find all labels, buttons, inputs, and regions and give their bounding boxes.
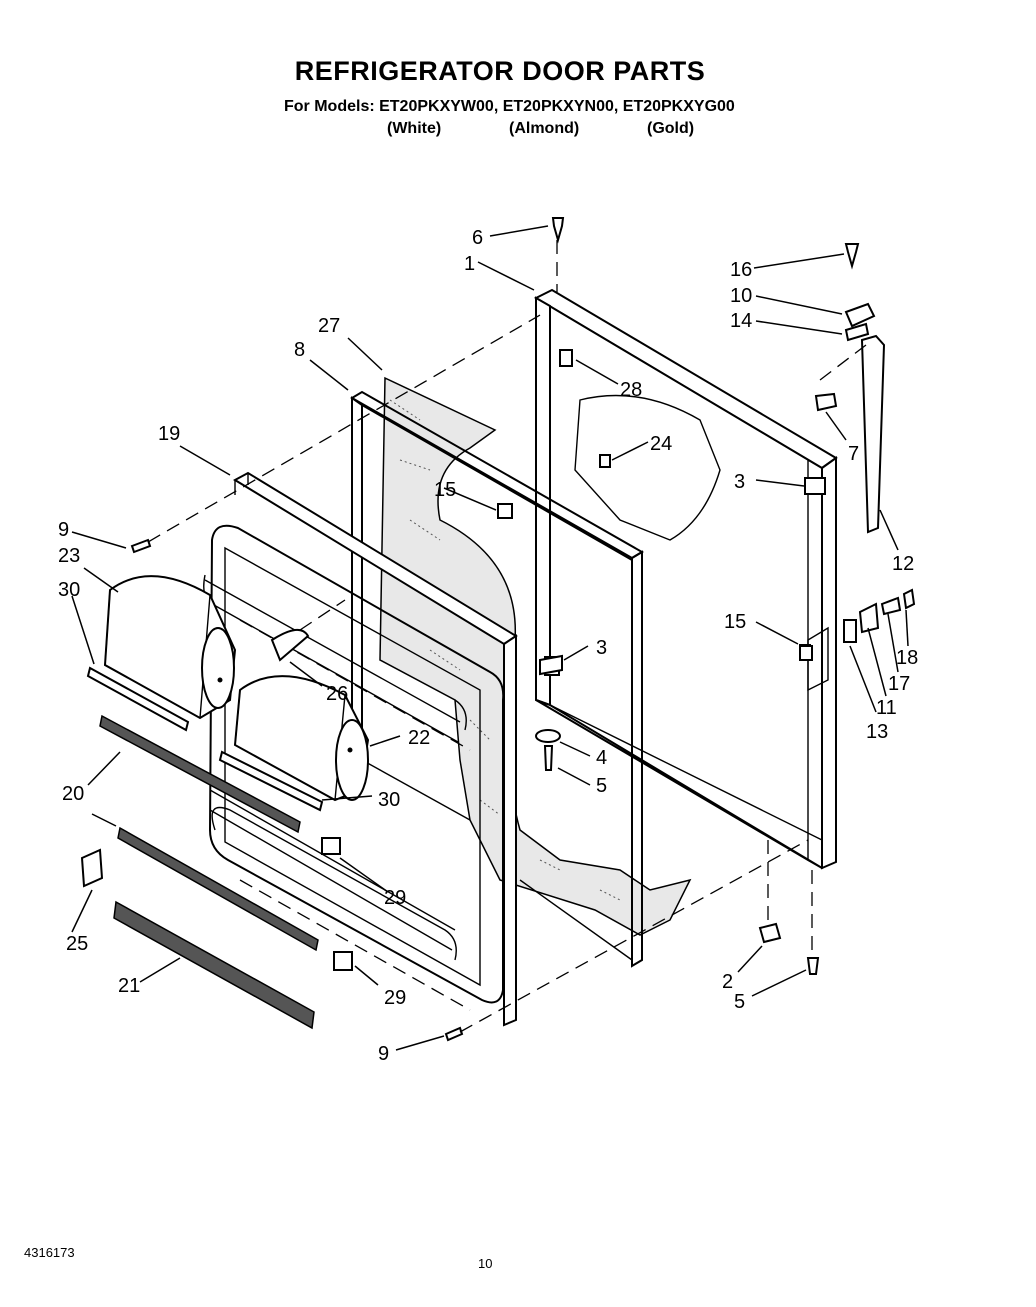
callout-9-lower: 9 bbox=[378, 1043, 389, 1065]
clip-15-lower bbox=[799, 645, 813, 661]
callout-30-lower: 30 bbox=[378, 789, 400, 811]
callout-2: 2 bbox=[722, 971, 733, 993]
bar-20-upper bbox=[99, 714, 301, 834]
callout-13: 13 bbox=[866, 721, 888, 743]
leader-lines bbox=[71, 225, 909, 1051]
shelf-stop-26 bbox=[270, 629, 310, 662]
callout-12: 12 bbox=[892, 553, 914, 575]
hinge-10 bbox=[844, 302, 876, 328]
screw-9-lower bbox=[444, 1026, 464, 1042]
bar-21 bbox=[113, 900, 315, 1030]
screw-16 bbox=[844, 243, 860, 270]
callout-1: 1 bbox=[464, 253, 475, 275]
part-11 bbox=[858, 602, 880, 634]
callout-4: 4 bbox=[596, 747, 607, 769]
variant-gold: (Gold) bbox=[647, 120, 695, 137]
callout-16: 16 bbox=[730, 259, 752, 281]
bar-30-upper bbox=[86, 666, 190, 732]
hinge-14 bbox=[844, 322, 870, 342]
callout-29-lower: 29 bbox=[384, 987, 406, 1009]
callout-3-lower: 3 bbox=[596, 637, 607, 659]
variant-almond: (Almond) bbox=[509, 120, 580, 137]
washer-4 bbox=[535, 729, 561, 743]
callout-28: 28 bbox=[620, 379, 642, 401]
callout-10: 10 bbox=[730, 285, 752, 307]
door-gasket bbox=[350, 390, 644, 968]
callout-25: 25 bbox=[66, 933, 88, 955]
callout-6: 6 bbox=[472, 227, 483, 249]
callout-29-upper: 29 bbox=[384, 887, 406, 909]
bracket-3-lower bbox=[539, 654, 563, 676]
part-13 bbox=[843, 619, 857, 643]
screw-6 bbox=[551, 217, 565, 244]
page-number: 10 bbox=[478, 1256, 493, 1271]
callout-3-upper: 3 bbox=[734, 471, 745, 493]
shelf-bin-22 bbox=[233, 675, 370, 802]
part-18 bbox=[902, 588, 916, 610]
bracket-25 bbox=[80, 848, 104, 888]
clip-15-upper bbox=[497, 503, 513, 519]
screw-5-upper bbox=[543, 745, 554, 771]
clip-29-lower bbox=[333, 951, 353, 971]
alignment-lines bbox=[147, 314, 867, 1033]
callout-5-lower: 5 bbox=[734, 991, 745, 1013]
callout-11: 11 bbox=[876, 697, 897, 719]
bushing-2 bbox=[758, 922, 782, 944]
page-title: REFRIGERATOR DOOR PARTS bbox=[294, 56, 706, 86]
clip-29-upper bbox=[321, 837, 341, 855]
callout-18: 18 bbox=[896, 647, 918, 669]
screw-9-upper bbox=[130, 538, 152, 554]
callout-24: 24 bbox=[650, 433, 672, 455]
bar-20-lower bbox=[117, 826, 319, 952]
callout-30-upper: 30 bbox=[58, 579, 80, 601]
callout-26: 26 bbox=[326, 683, 348, 705]
handle-12 bbox=[860, 334, 886, 534]
callout-23: 23 bbox=[58, 545, 80, 567]
model-numbers: For Models: ET20PKXYW00, ET20PKXYN00, ET… bbox=[284, 98, 735, 115]
callout-22: 22 bbox=[408, 727, 430, 749]
callout-15-lower: 15 bbox=[724, 611, 746, 633]
callout-21: 21 bbox=[118, 975, 140, 997]
bar-30-lower bbox=[218, 750, 324, 812]
hardware bbox=[80, 217, 916, 1042]
callout-labels: 1 2 3 3 4 5 5 6 7 8 9 9 10 11 12 13 14 1… bbox=[58, 227, 918, 1065]
callout-15-upper: 15 bbox=[434, 479, 456, 501]
callout-9-upper: 9 bbox=[58, 519, 69, 541]
callout-8: 8 bbox=[294, 339, 305, 361]
callout-5-upper: 5 bbox=[596, 775, 607, 797]
plug-28 bbox=[559, 349, 573, 367]
shelf-bin-23 bbox=[103, 575, 237, 720]
retainer-bars bbox=[86, 666, 324, 1030]
screw-5-lower bbox=[806, 957, 820, 975]
callout-7: 7 bbox=[848, 443, 859, 465]
cap-7 bbox=[814, 392, 838, 412]
callout-19: 19 bbox=[158, 423, 180, 445]
document-number: 4316173 bbox=[24, 1245, 75, 1260]
part-17 bbox=[880, 596, 902, 616]
outer-door-panel bbox=[533, 288, 838, 870]
callout-14: 14 bbox=[730, 310, 752, 332]
callout-20: 20 bbox=[62, 783, 84, 805]
variant-white: (White) bbox=[387, 120, 442, 137]
callout-17: 17 bbox=[888, 673, 910, 695]
callout-27: 27 bbox=[318, 315, 340, 337]
